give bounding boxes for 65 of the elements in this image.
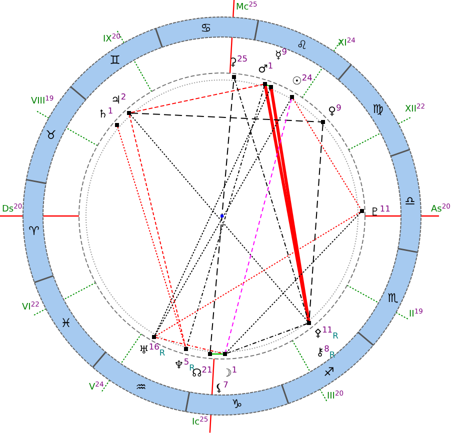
aspect-line [186,86,265,348]
planet-glyph-label: ☽$^{1}$ [222,368,238,378]
house-label: VIII$^{19}$ [31,98,54,106]
planet-marker [115,123,119,127]
zodiac-sign-glyph: ♊ [110,54,120,66]
planet-glyph-label: ♀$^{9}$ [328,106,342,116]
house-label: XII$^{22}$ [405,106,426,114]
zodiac-sign-glyph: ♈ [28,225,40,237]
house-label: VI$^{22}$ [22,304,40,312]
aspect-line [234,78,309,322]
planet-glyph-label: ♃$^{2}$ [111,94,126,106]
planet-marker [232,75,236,79]
planet-glyph-label: ⚳$^{25}$ [229,56,248,68]
planet-glyph-label: ⚸$^{7}$ [215,382,228,394]
zodiac-sign-glyph: ♉ [46,129,56,141]
zodiac-sign-glyph: ♒ [136,381,146,393]
aspect-line [226,212,361,352]
planet-marker [223,352,227,356]
planet-marker [360,209,364,213]
planet-glyph-label: ♂$^{1}$ [258,64,274,74]
planet-glyph-label: ☿$^{9}$ [275,50,288,60]
angle-label: Mc$^{25}$ [236,4,258,12]
planet-marker [307,321,311,325]
planet-marker [263,82,267,86]
planet-marker [269,85,273,89]
aspect-line [117,126,186,348]
aspect-line [154,88,271,336]
house-label: XI$^{24}$ [338,40,356,48]
aspect-line [212,353,223,355]
aspect-line [154,98,292,336]
aspect-line [156,212,360,336]
planet-glyph-label: ☉$^{24}$ [292,76,312,86]
zodiac-sign-glyph: ♓ [60,317,72,329]
planet-marker [127,111,131,115]
planet-marker [321,120,325,124]
planet-marker [184,347,188,351]
zodiac-sign-glyph: ♌ [296,39,308,51]
planet-glyph-label: ☊$^{21}$ [192,368,212,378]
aspect-line [128,114,186,348]
planet-marker [152,335,156,339]
planet-marker [208,352,212,356]
aspect-line [130,84,264,114]
aspect-line [225,98,292,352]
aspect-line [130,114,308,322]
zodiac-sign-glyph: ♐ [324,366,334,378]
aspect-line [130,112,322,122]
zodiac-sign-glyph: ♏ [388,292,398,304]
zodiac-sign-glyph: ♍ [372,103,384,115]
zodiac-sign-glyph: ♋ [200,22,212,34]
aspect-line [292,98,362,210]
house-label: IX$^{20}$ [103,36,120,44]
angle-label: Ic$^{25}$ [192,418,208,428]
aspect-line [266,84,270,87]
zodiac-sign-glyph: ♎ [404,195,416,207]
planet-glyph-label: ♇$^{11}$ [370,206,390,218]
aspect-line [226,323,308,354]
planet-marker [290,95,294,99]
aspect-line [156,336,224,354]
planet-glyph-label: ♄$^{1}$ [98,108,114,120]
house-label: III$^{20}$ [327,392,344,402]
angle-label: Ds$^{20}$ [2,206,22,214]
angle-label: As$^{20}$ [431,206,450,214]
house-label: V$^{24}$ [89,384,104,392]
zodiac-sign-glyph: ♑ [232,398,242,410]
house-label: II$^{19}$ [409,310,423,320]
